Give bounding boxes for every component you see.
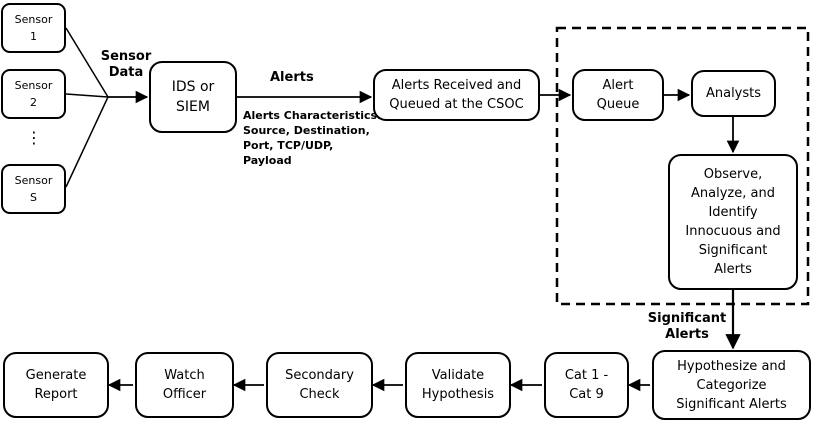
- significant-alerts-label: Significant Alerts: [647, 311, 727, 342]
- sensor-1-node: Sensor 1: [1, 3, 66, 53]
- watch-officer-node: Watch Officer: [135, 352, 234, 418]
- cat-node: Cat 1 - Cat 9: [544, 352, 629, 418]
- connector-sensor2: [65, 93, 109, 98]
- generate-report-node: Generate Report: [3, 352, 109, 418]
- alerts-characteristics-label: Alerts Characteristics: Source, Destinat…: [243, 109, 382, 167]
- observe-analyze-node: Observe, Analyze, and Identify Innocuous…: [668, 154, 798, 290]
- alert-queue-node: Alert Queue: [572, 69, 664, 121]
- connector-sensors: [65, 96, 109, 188]
- alerts-received-node: Alerts Received and Queued at the CSOC: [373, 69, 540, 121]
- connector-sensor1: [65, 27, 109, 98]
- secondary-check-node: Secondary Check: [266, 352, 373, 418]
- csoc-boundary: [555, 26, 810, 306]
- validate-hypothesis-node: Validate Hypothesis: [405, 352, 511, 418]
- analysts-node: Analysts: [691, 70, 776, 117]
- sensor-data-label: Sensor Data: [100, 49, 152, 80]
- hypothesize-categorize-node: Hypothesize and Categorize Significant A…: [652, 350, 811, 420]
- alerts-label: Alerts: [270, 70, 314, 85]
- ids-siem-node: IDS or SIEM: [149, 61, 237, 133]
- sensor-s-node: Sensor S: [1, 164, 66, 214]
- sensor-2-node: Sensor 2: [1, 69, 66, 119]
- sensor-ellipsis: ⋮: [26, 128, 42, 147]
